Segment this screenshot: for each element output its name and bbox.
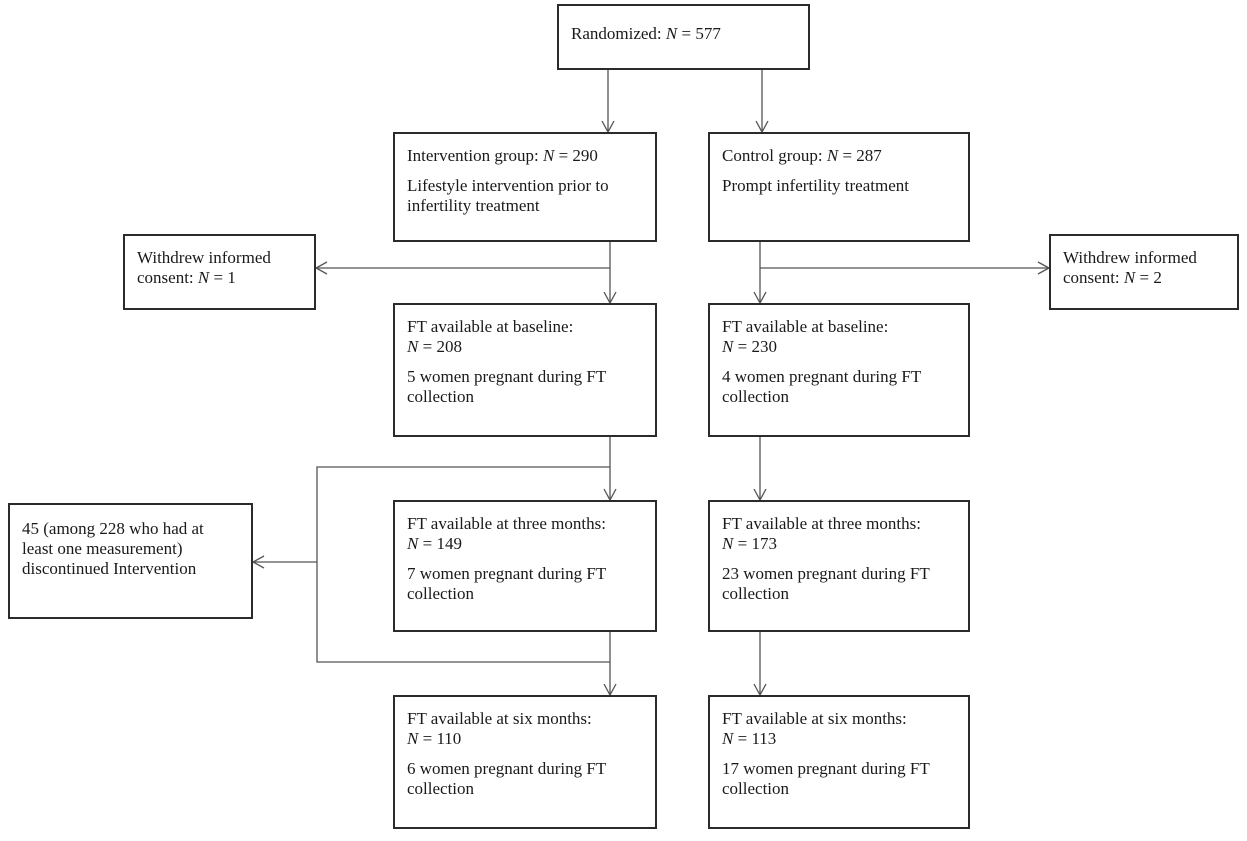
- control-three-months-box: FT available at three months:N = 173 23 …: [708, 500, 970, 632]
- withdrew-left-box: Withdrew informed consent: N = 1: [123, 234, 316, 310]
- intervention-baseline-pregnant: 5 women pregnant during FT collection: [407, 367, 606, 406]
- randomized-box: Randomized: N = 577: [557, 4, 810, 70]
- intervention-six-months-box: FT available at six months:N = 110 6 wom…: [393, 695, 657, 829]
- control-description: Prompt infertility treatment: [722, 176, 909, 195]
- intervention-three-months-pregnant: 7 women pregnant during FT collection: [407, 564, 606, 603]
- control-baseline-box: FT available at baseline:N = 230 4 women…: [708, 303, 970, 437]
- control-group-box: Control group: N = 287 Prompt infertilit…: [708, 132, 970, 242]
- withdrew-right-box: Withdrew informed consent: N = 2: [1049, 234, 1239, 310]
- intervention-baseline-box: FT available at baseline:N = 208 5 women…: [393, 303, 657, 437]
- control-six-months-box: FT available at six months:N = 113 17 wo…: [708, 695, 970, 829]
- intervention-description: Lifestyle intervention prior to infertil…: [407, 176, 609, 215]
- discontinued-box: 45 (among 228 who had at least one measu…: [8, 503, 253, 619]
- control-baseline-pregnant: 4 women pregnant during FT collection: [722, 367, 921, 406]
- control-three-months-pregnant: 23 women pregnant during FT collection: [722, 564, 930, 603]
- control-six-months-pregnant: 17 women pregnant during FT collection: [722, 759, 930, 798]
- line-discontinued-loop: [316, 466, 610, 663]
- intervention-three-months-box: FT available at three months:N = 149 7 w…: [393, 500, 657, 632]
- intervention-group-box: Intervention group: N = 290 Lifestyle in…: [393, 132, 657, 242]
- intervention-six-months-pregnant: 6 women pregnant during FT collection: [407, 759, 606, 798]
